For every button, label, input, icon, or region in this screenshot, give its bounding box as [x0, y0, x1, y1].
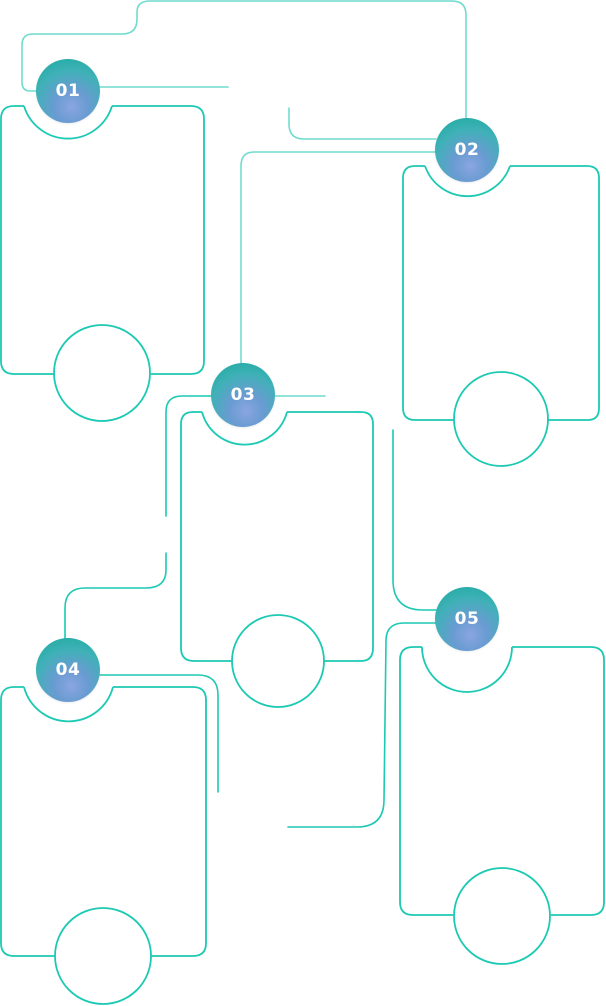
step-number: 05	[454, 609, 480, 629]
step-card-04	[0, 686, 207, 1005]
connector-01-to-02-top	[21, 0, 467, 119]
step-badge-01: 01	[36, 59, 100, 123]
step-number: 01	[55, 81, 81, 101]
connector-03-to-04	[165, 395, 213, 517]
step-04-icon-circle	[54, 907, 152, 1005]
step-number: 04	[55, 660, 81, 680]
step-card-03	[180, 411, 374, 708]
step-02-icon-circle	[453, 371, 549, 467]
step-01-icon-circle	[53, 324, 151, 422]
step-badge-02: 02	[435, 118, 499, 182]
step-card-01	[0, 105, 205, 422]
connector-bracket-to-02	[288, 107, 437, 140]
step-badge-04: 04	[36, 638, 100, 702]
connector-03-to-04-lower	[64, 552, 167, 640]
step-number: 03	[230, 385, 256, 405]
connector-02-to-03	[240, 151, 437, 365]
step-03-icon-circle	[231, 614, 325, 708]
connector-05-to-04	[287, 622, 437, 828]
connector-to-05	[392, 429, 437, 611]
step-05-icon-circle	[453, 867, 551, 965]
connector-04-right	[99, 674, 219, 793]
step-card-02	[402, 165, 600, 467]
step-badge-03: 03	[211, 363, 275, 427]
step-number: 02	[454, 140, 480, 160]
step-badge-05: 05	[435, 587, 499, 651]
step-card-05	[399, 646, 605, 965]
